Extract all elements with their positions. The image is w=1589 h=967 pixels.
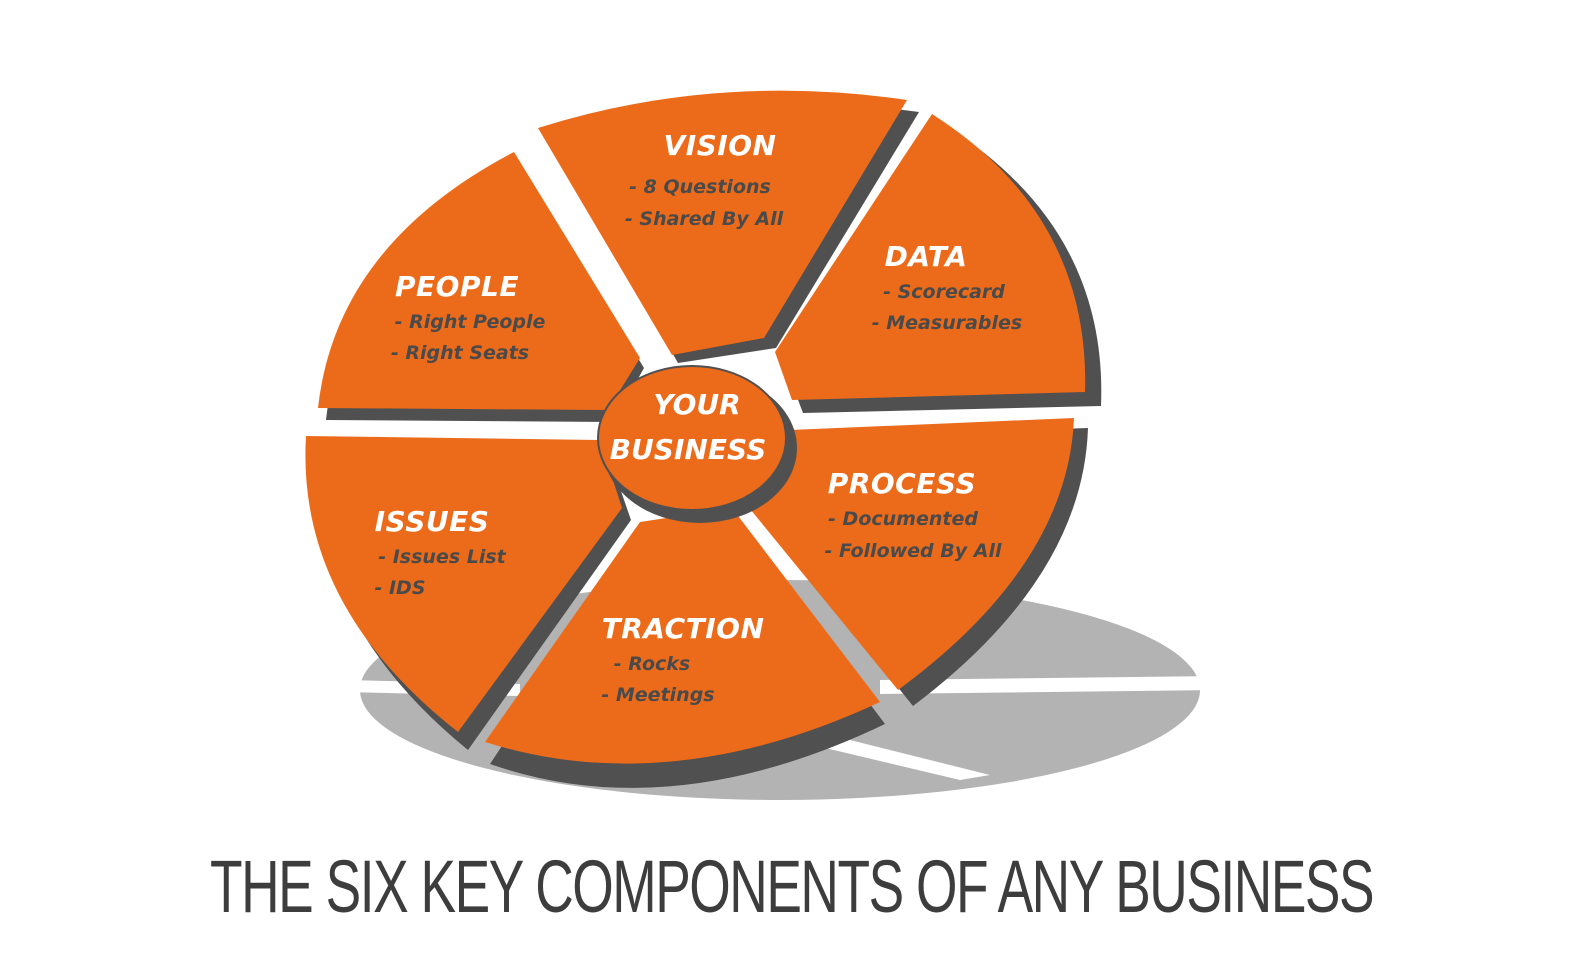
segment-item: - Followed By All bbox=[824, 540, 1001, 562]
segment-item: - Measurables bbox=[872, 312, 1022, 334]
segment-traction[interactable]: TRACTION - Rocks - Meetings bbox=[485, 508, 885, 788]
segment-item: - Scorecard bbox=[883, 281, 1005, 303]
segment-issues[interactable]: ISSUES - Issues List - IDS bbox=[305, 436, 631, 750]
segment-item: - Right People bbox=[395, 311, 546, 333]
segment-item: - 8 Questions bbox=[629, 176, 771, 198]
segment-people[interactable]: PEOPLE - Right People - Right Seats bbox=[318, 152, 644, 422]
segment-item: - Right Seats bbox=[391, 342, 529, 364]
segment-vision[interactable]: VISION - 8 Questions - Shared By All bbox=[538, 90, 919, 364]
diagram-caption: THE SIX KEY COMPONENTS OF ANY BUSINESS bbox=[210, 845, 1375, 928]
segment-title: DATA bbox=[885, 240, 968, 273]
segment-item: - Issues List bbox=[378, 546, 506, 568]
segment-item: - Documented bbox=[828, 508, 978, 530]
hub-line-1: YOUR bbox=[653, 388, 740, 421]
segment-title: ISSUES bbox=[375, 505, 490, 538]
segment-process[interactable]: PROCESS - Documented - Followed By All bbox=[746, 418, 1088, 706]
segment-title: PEOPLE bbox=[395, 270, 519, 303]
segment-title: TRACTION bbox=[602, 612, 765, 645]
segment-item: - IDS bbox=[374, 577, 425, 599]
segment-title: VISION bbox=[664, 129, 777, 162]
segment-item: - Shared By All bbox=[625, 208, 784, 230]
segment-item: - Rocks bbox=[614, 653, 690, 675]
segment-title: PROCESS bbox=[828, 467, 976, 500]
segment-data[interactable]: DATA - Scorecard - Measurables bbox=[775, 114, 1102, 413]
segment-item: - Meetings bbox=[601, 684, 714, 706]
hub-line-2: BUSINESS bbox=[610, 433, 767, 466]
hub-your-business[interactable]: YOUR BUSINESS bbox=[597, 365, 797, 523]
